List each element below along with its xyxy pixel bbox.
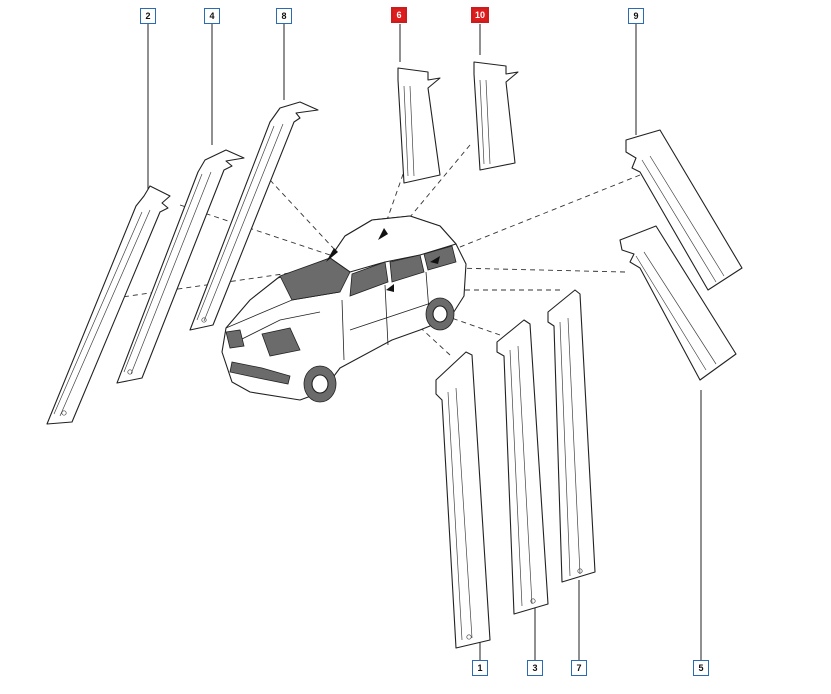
callout-5: 5 (693, 660, 709, 676)
callout-2: 2 (140, 8, 156, 24)
part-1-trim (435, 351, 491, 649)
callout-8: 8 (276, 8, 292, 24)
part-8-trim (189, 101, 319, 331)
callout-1: 1 (472, 660, 488, 676)
part-9-trim (625, 129, 743, 291)
callout-7: 7 (571, 660, 587, 676)
part-5-trim (619, 225, 737, 381)
callout-stems (147, 24, 702, 660)
part-3-trim (496, 319, 549, 615)
callout-4: 4 (204, 8, 220, 24)
part-2-trim (46, 185, 171, 425)
part-6-trim (397, 67, 441, 184)
callout-6: 6 (391, 7, 407, 23)
callout-9: 9 (628, 8, 644, 24)
part-10-trim (473, 61, 519, 171)
callout-3: 3 (527, 660, 543, 676)
car-illustration (221, 215, 467, 403)
part-7-trim (547, 289, 596, 583)
part-4-trim (116, 149, 245, 384)
callout-10: 10 (471, 7, 489, 23)
